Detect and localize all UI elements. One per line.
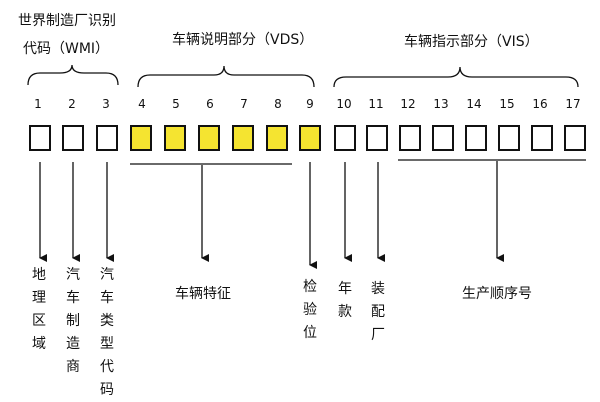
desc-serial-number: 生产顺序号	[462, 286, 532, 302]
wmi-title-line1: 世界制造厂识别	[18, 13, 116, 29]
desc-manufacturer: 汽车制造商	[66, 267, 80, 375]
position-number: 9	[306, 97, 314, 111]
vin-character-box-highlighted	[198, 125, 220, 151]
position-number: 11	[368, 97, 384, 111]
vin-character-box-highlighted	[299, 125, 321, 151]
vin-character-box	[531, 125, 553, 151]
position-number: 14	[466, 97, 482, 111]
position-number: 2	[68, 97, 76, 111]
desc-assembly-plant: 装配厂	[371, 281, 385, 343]
desc-vehicle-features: 车辆特征	[175, 286, 231, 302]
vis-title: 车辆指示部分（VIS）	[404, 34, 539, 50]
position-number: 13	[433, 97, 449, 111]
vin-character-box	[432, 125, 454, 151]
wmi-brace	[27, 64, 119, 86]
vin-character-box	[564, 125, 586, 151]
vin-character-box	[399, 125, 421, 151]
position-number: 12	[400, 97, 416, 111]
position-number: 16	[532, 97, 548, 111]
vin-character-box-highlighted	[164, 125, 186, 151]
position-number: 7	[240, 97, 248, 111]
position-number: 15	[499, 97, 515, 111]
position-number: 8	[274, 97, 282, 111]
vin-character-box	[62, 125, 84, 151]
vin-character-box-highlighted	[266, 125, 288, 151]
vin-character-box-highlighted	[232, 125, 254, 151]
vis-brace	[333, 66, 579, 88]
position-number: 4	[138, 97, 146, 111]
position-number: 6	[206, 97, 214, 111]
position-number: 5	[172, 97, 180, 111]
wmi-title-line2: 代码（WMI）	[23, 41, 110, 57]
desc-vehicle-type-code: 汽车类型代码	[100, 267, 114, 398]
vds-title: 车辆说明部分（VDS）	[172, 32, 314, 48]
vin-character-box	[96, 125, 118, 151]
desc-region: 地理区域	[32, 267, 46, 352]
vin-character-box-highlighted	[130, 125, 152, 151]
position-number: 17	[565, 97, 581, 111]
vin-character-box	[334, 125, 356, 151]
desc-check-digit: 检验位	[303, 279, 317, 341]
desc-model-year: 年款	[338, 281, 352, 320]
position-number: 10	[336, 97, 352, 111]
position-number: 3	[102, 97, 110, 111]
position-number: 1	[34, 97, 42, 111]
vin-character-box	[29, 125, 51, 151]
vin-character-box	[498, 125, 520, 151]
vin-character-box	[366, 125, 388, 151]
vin-character-box	[465, 125, 487, 151]
vds-brace	[137, 65, 315, 88]
